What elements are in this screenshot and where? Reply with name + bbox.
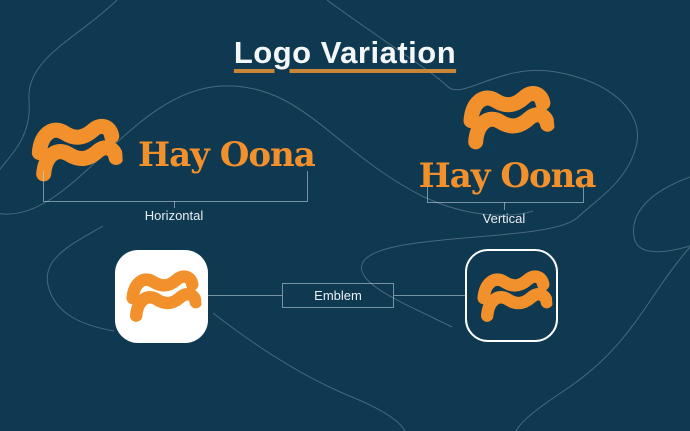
emblem-tile-outline [465,249,558,342]
wordmark-horizontal: Hay Oona [138,135,316,175]
emblem-label-box: Emblem [282,283,394,308]
emblem-label: Emblem [314,288,362,303]
connector-line [208,295,282,296]
variant-label-vertical: Vertical [482,211,526,226]
bracket-tick [504,202,505,210]
wave-logo-icon [456,76,557,159]
emblem-tile-light [115,250,208,343]
wave-logo-icon [121,262,203,329]
wave-logo-icon [472,262,554,329]
connector-line [394,295,465,296]
page-title: Logo Variation [233,34,457,70]
bracket-tick [174,201,175,208]
measure-bracket-horizontal [43,171,308,202]
measure-bracket-vertical [427,187,584,203]
wordmark-vertical: Hay Oona [418,156,597,196]
variant-label-horizontal: Horizontal [144,208,204,223]
